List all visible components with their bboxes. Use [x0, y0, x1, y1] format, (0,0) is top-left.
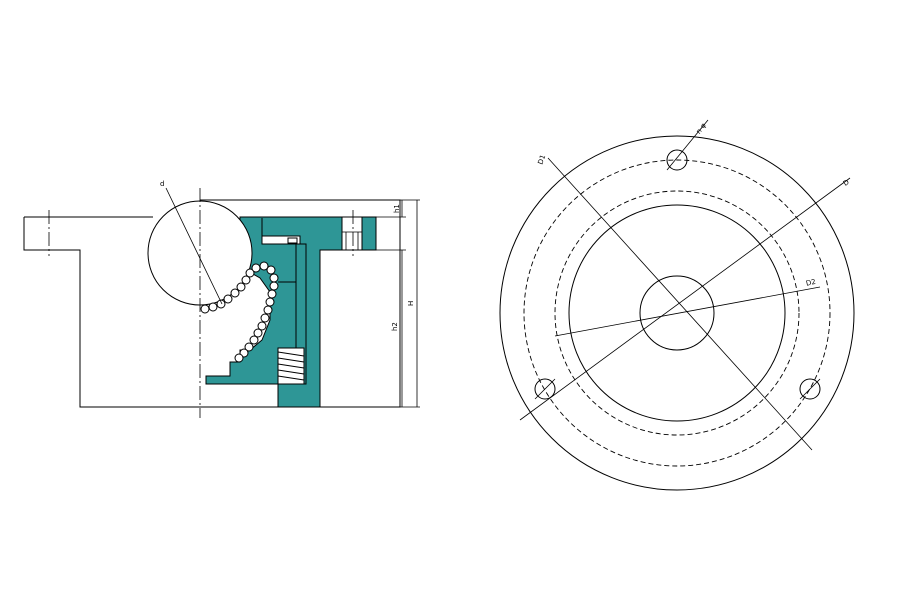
section-view: d h1 H h2 [23, 180, 420, 418]
ball-diameter-label: d [160, 180, 164, 188]
lower-height-label: h2 [391, 322, 399, 331]
small-cap [287, 237, 298, 244]
pcd-label: D1 [536, 154, 547, 166]
outer-circle [499, 135, 855, 491]
cavity-line [264, 243, 297, 283]
height-dimensions: h1 H h2 [376, 199, 420, 408]
bolt-pocket [341, 216, 363, 251]
center-bore [639, 275, 715, 351]
outer-dia-label: D [842, 178, 851, 188]
inner-dia-line [554, 286, 821, 337]
ball-diameter-leader [165, 187, 223, 305]
inner-circle [568, 204, 786, 422]
plan-view: n-φ D D1 D2 [499, 119, 855, 491]
pcd-line [547, 157, 813, 451]
ball-chain [200, 261, 279, 363]
bolt-circle [523, 159, 831, 467]
total-height-label: H [407, 301, 415, 306]
middle-dashed-circle [554, 190, 800, 436]
bolt-hole-top [666, 149, 688, 171]
outer-dia-line [519, 177, 851, 421]
bolt-hole-left [534, 378, 556, 400]
top-height-label: h1 [393, 204, 401, 213]
hole-dia-label: n-φ [695, 121, 708, 135]
bolt-hole-right [799, 378, 821, 400]
spring [277, 347, 305, 385]
inner-dia-label: D2 [805, 278, 816, 288]
